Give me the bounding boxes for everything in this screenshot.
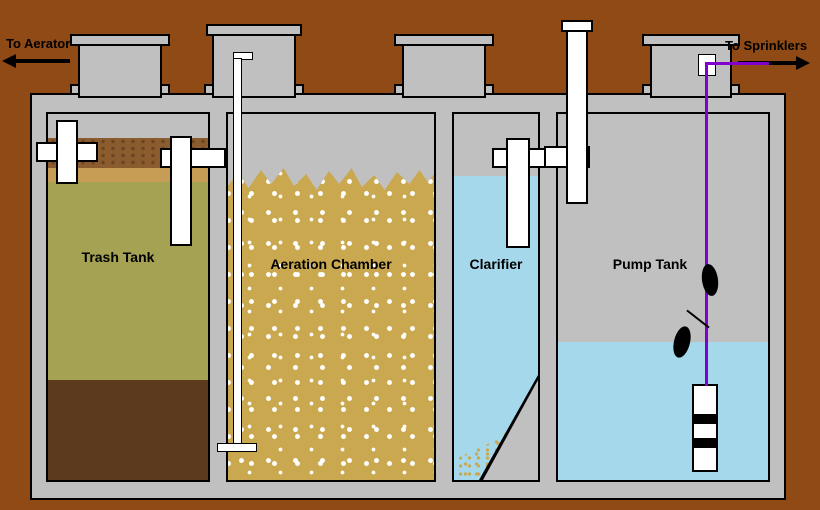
to-sprinklers-label: To Sprinklers [724,38,808,53]
effluent-pump [692,384,718,472]
pump-band [694,438,716,448]
trash-outlet-tee-pipe [170,136,192,246]
vent-pipe-cap [561,20,593,32]
riser-4-lid [642,34,740,46]
sprinkler-discharge-line-horizontal [707,62,769,65]
riser-4 [650,44,732,98]
riser-1 [78,44,162,98]
to-aerator-arrow-line [12,59,70,63]
pump-tank-vent-pipe [566,26,588,204]
pump-tank-chamber [556,112,770,482]
to-aerator-label: To Aerator [6,36,71,51]
air-line-top-fitting [233,52,253,60]
clarifier-label: Clarifier [469,256,523,272]
air-supply-pipe [233,58,242,448]
riser-2-lid [206,24,302,36]
trash-scum-layer-tan [48,168,208,182]
pump-band [694,414,716,424]
riser-1-lid [70,34,170,46]
aeration-mixed-liquor-bubbles [228,168,434,480]
trash-tank-label: Trash Tank [81,249,155,265]
to-aerator-arrowhead-icon [2,54,16,68]
air-diffuser [217,443,257,452]
clarifier-tee-pipe [506,138,530,248]
aeration-chamber [226,112,436,482]
riser-2 [212,34,296,98]
riser-3-lid [394,34,494,46]
pump-tank-water [558,342,768,480]
riser-3 [402,44,486,98]
to-sprinklers-arrowhead-icon [796,56,810,70]
inlet-tee-pipe [56,120,78,184]
aeration-chamber-label: Aeration Chamber [270,256,392,272]
sprinkler-discharge-line-vertical [705,62,708,386]
trash-sludge-layer [48,380,208,480]
pump-tank-label: Pump Tank [612,256,688,272]
